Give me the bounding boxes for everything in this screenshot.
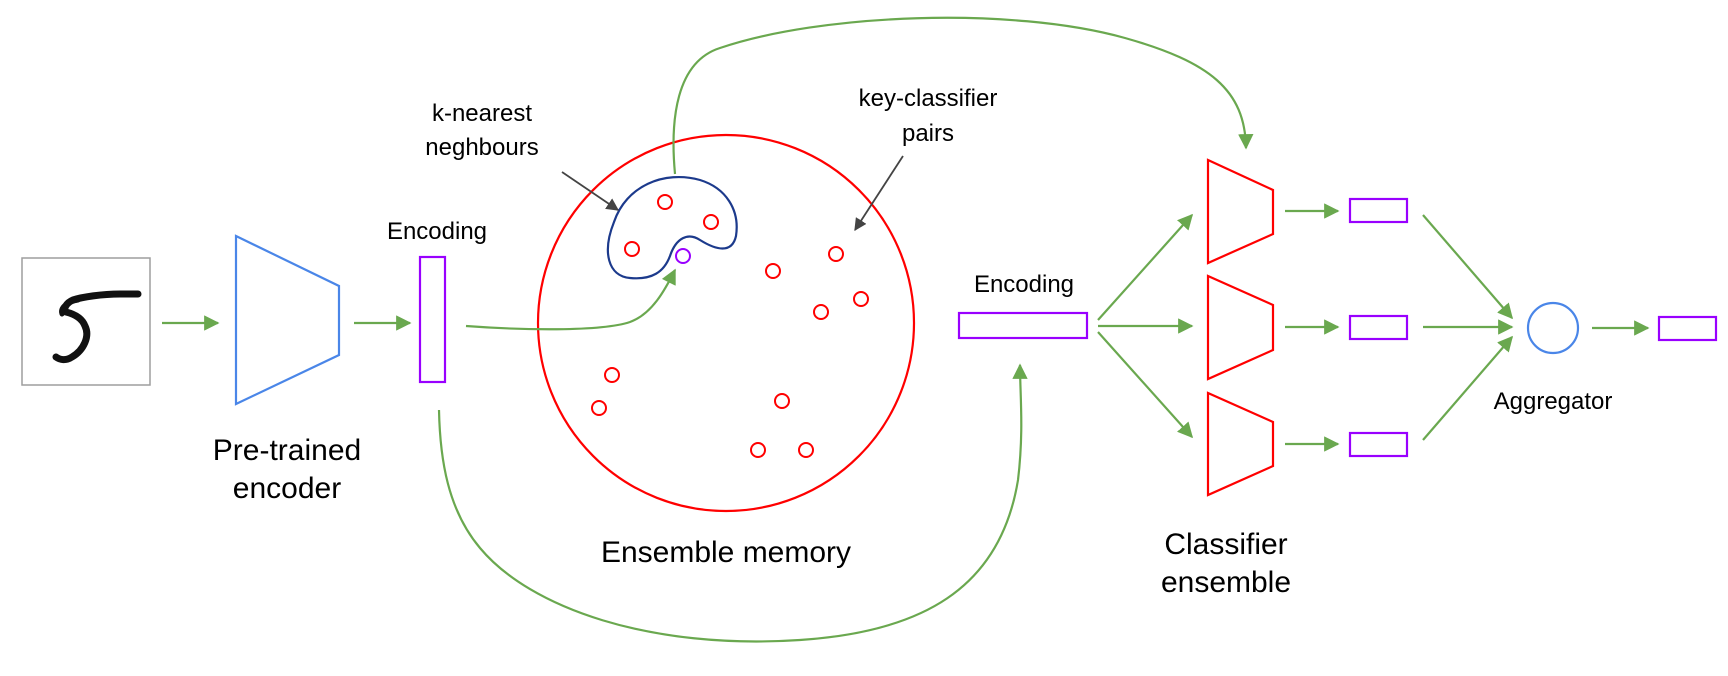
memory-key [774,393,790,409]
encoder-label-line2: encoder [233,472,341,505]
aggregator-circle [1526,301,1580,355]
memory-key [853,291,869,307]
classifier-output-2 [1348,314,1409,341]
arrow-encoding-to-classifier-3 [1097,331,1194,439]
knn-pointer-arrow [561,171,620,211]
encoding-right-vector [957,311,1089,340]
arrow-encoding-to-classifier-1 [1097,213,1194,321]
classifier-ensemble-label-line2: ensemble [1161,566,1291,599]
memory-key [798,442,814,458]
arrow-knn-to-classifiers [672,16,1254,175]
knn-label-line2: neghbours [425,134,538,161]
ensemble-memory-circle [536,133,916,513]
final-output [1657,315,1718,342]
memory-key [591,400,607,416]
memory-key [765,263,781,279]
classifier-output-1 [1348,197,1409,224]
memory-key [703,214,719,230]
memory-key [750,442,766,458]
memory-key [624,241,640,257]
memory-keys [591,194,869,458]
key-classifier-label-line2: pairs [902,120,954,147]
arrow-encoding-to-query [465,268,676,331]
classifier-output-3 [1348,431,1409,458]
input-digit-image: 5 [21,257,151,386]
knn-region [606,175,738,280]
memory-key [657,194,673,210]
encoding-left-label: Encoding [387,218,487,245]
memory-key [604,367,620,383]
aggregator-label: Aggregator [1494,388,1613,415]
query-point [675,248,691,264]
encoding-right-label: Encoding [974,271,1074,298]
arrow-output-3-to-aggregator [1422,335,1514,441]
key-classifier-label-line1: key-classifier [859,85,998,112]
encoding-left-vector [418,255,447,384]
memory-key [813,304,829,320]
encoder-label-line1: Pre-trained [213,434,361,467]
classifier-3 [1206,391,1275,497]
arrow-output-1-to-aggregator [1422,214,1514,320]
classifier-1 [1206,158,1275,265]
encoder-trapezoid [234,234,341,406]
knn-label-line1: k-nearest [432,100,532,127]
classifier-2 [1206,274,1275,381]
ensemble-memory-label: Ensemble memory [601,536,851,569]
classifier-ensemble-label-line1: Classifier [1164,528,1287,561]
arrow-encoding-to-right-encoding [437,363,1028,643]
memory-key [828,246,844,262]
key-classifier-pointer-arrow [854,155,904,232]
